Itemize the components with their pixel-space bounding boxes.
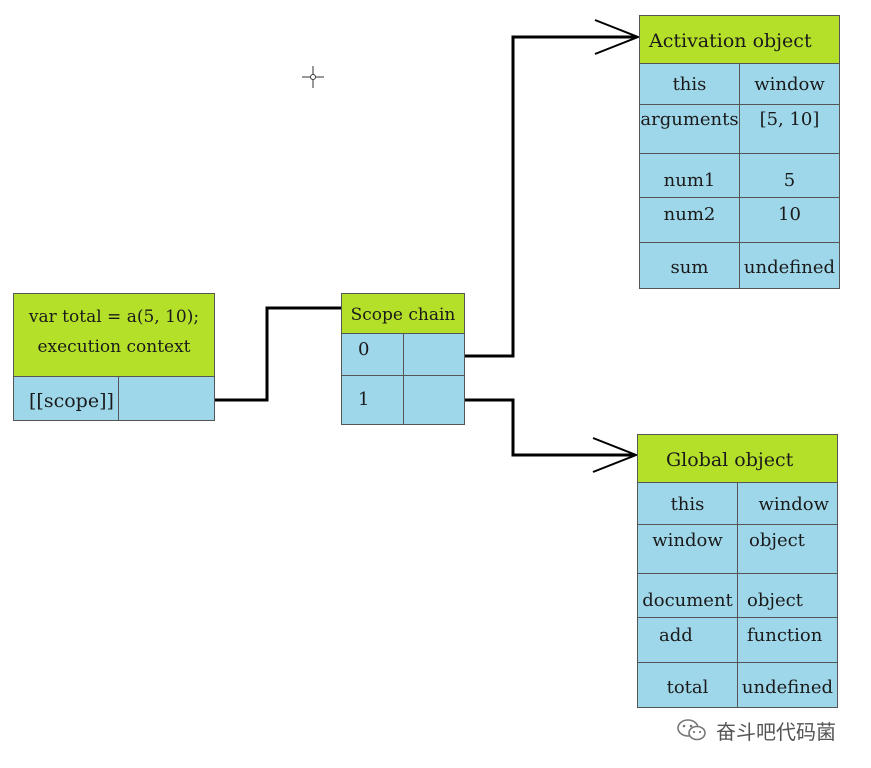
watermark: 奋斗吧代码菌 xyxy=(676,716,836,744)
table-row-name: num2 xyxy=(639,197,740,243)
row-name-text: sum xyxy=(670,257,709,278)
table-row-value: undefined xyxy=(739,242,840,289)
table-row-value: window xyxy=(739,63,840,105)
table-row-value: 10 xyxy=(739,197,840,243)
row-value-text: 5 xyxy=(783,170,796,191)
table-row-value: object xyxy=(737,524,838,574)
scope-chain-header: Scope chain xyxy=(341,293,465,334)
scope-chain-pointer-0 xyxy=(403,333,465,376)
row-name-text: this xyxy=(672,74,707,95)
table-row-value: object xyxy=(737,573,838,618)
row-name-text: document xyxy=(642,590,733,611)
activation-object-title: Activation object xyxy=(649,30,812,52)
table-row-value: window xyxy=(737,482,838,525)
scope-label: [[scope]] xyxy=(29,390,114,412)
scope-chain-pointer-1 xyxy=(403,375,465,425)
table-row-name: arguments xyxy=(639,104,740,154)
table-row-name: window xyxy=(637,524,738,574)
scope-pointer-cell xyxy=(118,376,215,421)
table-row-name: add xyxy=(637,617,738,663)
table-row-value: 5 xyxy=(739,153,840,198)
row-value-text: function xyxy=(747,625,823,646)
row-name-text: this xyxy=(670,494,705,515)
row-value-text: 10 xyxy=(778,204,801,225)
row-name-text: num1 xyxy=(663,170,716,191)
row-name-text: arguments xyxy=(640,109,739,130)
row-value-text: undefined xyxy=(741,677,834,698)
row-value-text: [5, 10] xyxy=(759,109,820,130)
table-row-name: num1 xyxy=(639,153,740,198)
scope-label-cell: [[scope]] xyxy=(13,376,119,421)
execution-context-header: var total = a(5, 10); execution context xyxy=(13,293,215,377)
crosshair-cursor-icon xyxy=(302,66,324,88)
global-object-header: Global object xyxy=(637,434,838,483)
table-row-name: this xyxy=(637,482,738,525)
activation-object-header: Activation object xyxy=(639,15,840,64)
row-name-text: num2 xyxy=(663,204,716,225)
row-value-text: object xyxy=(747,590,803,611)
table-row-value: undefined xyxy=(737,662,838,708)
row-value-text: object xyxy=(749,530,805,551)
watermark-text: 奋斗吧代码菌 xyxy=(716,719,836,744)
execution-context-title-line1: var total = a(5, 10); xyxy=(28,307,200,327)
row-value-text: undefined xyxy=(743,257,836,278)
connector-chain0-to-activation xyxy=(448,35,636,358)
scope-chain-index-label: 1 xyxy=(358,389,370,410)
table-row-name: this xyxy=(639,63,740,105)
wechat-icon xyxy=(677,719,706,741)
table-row-name: sum xyxy=(639,242,740,289)
table-row-value: [5, 10] xyxy=(739,104,840,154)
arrowhead-global xyxy=(592,437,639,473)
row-value-text: window xyxy=(758,494,829,515)
scope-chain-index-0: 0 xyxy=(341,333,404,376)
connector-scope-to-chain xyxy=(198,306,341,402)
connector-chain1-to-global xyxy=(448,398,634,457)
row-name-text: window xyxy=(652,530,723,551)
row-name-text: total xyxy=(666,677,709,698)
arrowhead-activation xyxy=(594,19,641,55)
table-row-name: total xyxy=(637,662,738,708)
global-object-title: Global object xyxy=(666,449,794,471)
scope-chain-title: Scope chain xyxy=(350,305,456,325)
scope-chain-index-1: 1 xyxy=(341,375,404,425)
scope-chain-index-label: 0 xyxy=(358,339,370,360)
table-row-value: function xyxy=(737,617,838,663)
execution-context-title-line2: execution context xyxy=(37,337,191,357)
table-row-name: document xyxy=(637,573,738,618)
row-name-text: add xyxy=(659,625,693,646)
row-value-text: window xyxy=(754,74,825,95)
